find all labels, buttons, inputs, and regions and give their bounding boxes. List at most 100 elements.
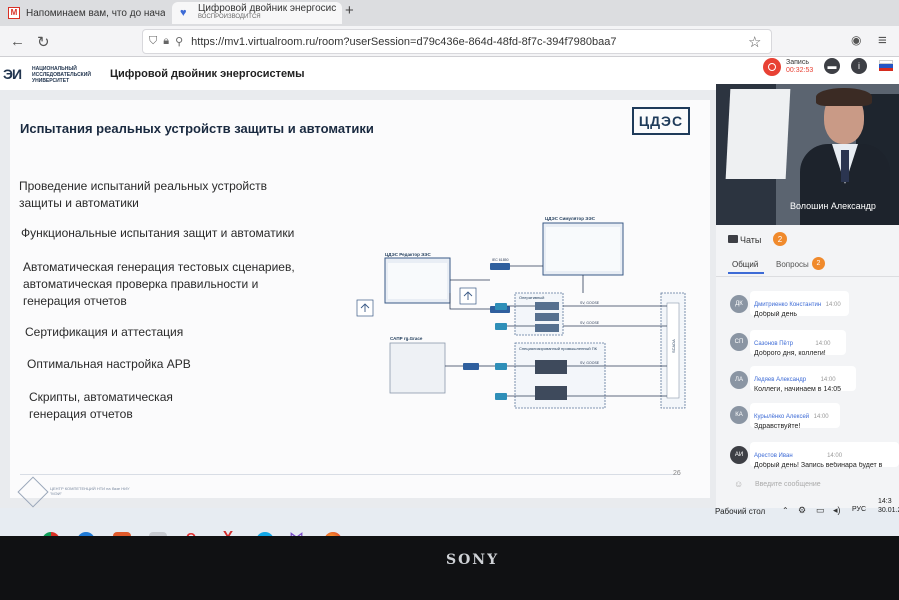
lock-icon: 🔒︎ [163, 35, 170, 47]
message-text: Добрый день! Запись вебинара будет в [754, 462, 883, 469]
system-diagram: ЦДЭС Редактор ЭЭС ЦДЭС Симулятор ЭЭС САП… [356, 216, 686, 409]
relay-device [535, 302, 559, 310]
message-time: 14:00 [827, 453, 843, 459]
sapr-label: САПР rg.Grace [390, 336, 423, 341]
protocol-label: IEC 61850 [492, 258, 509, 262]
bookmark-star-icon[interactable]: ☆ [748, 34, 762, 51]
record-timer: 00:32:53 [786, 67, 814, 74]
back-icon[interactable]: ← [10, 33, 25, 50]
protocol-label: SV, GOOSE [580, 301, 600, 305]
browser-tab-reminder[interactable]: M Напоминаем вам, что до нача [0, 2, 165, 24]
browser-tab-active[interactable]: ♥ Цифровой двойник энергосис ВОСПРОИЗВОД… [172, 2, 342, 24]
simulator-label: ЦДЭС Симулятор ЭЭС [545, 216, 596, 221]
slide-bullet: Проведение испытаний реальных устройств … [19, 179, 268, 210]
menu-icon[interactable]: ≡ [878, 32, 887, 49]
info-icon[interactable]: i [851, 58, 867, 74]
connector-chip [495, 393, 507, 400]
avatar: ЛА [730, 371, 748, 389]
slide-footer-line [20, 474, 680, 475]
chat-divider [716, 276, 899, 277]
tab-questions[interactable]: Вопросы [776, 260, 809, 269]
chat-message: Ледяев Александр 14:00 Коллеги, начинаем… [750, 366, 856, 393]
editor-screen-content [388, 263, 447, 299]
avatar: КА [730, 406, 748, 424]
chat-icon [728, 235, 738, 243]
monitor-brand-logo: SONY [446, 552, 500, 568]
message-time: 14:00 [820, 377, 836, 383]
speaker-name: Волошин Александр [790, 201, 876, 211]
url-bar[interactable]: ⛉ 🔒︎ ⚲ https://mv1.virtualroom.ru/room?u… [142, 29, 772, 54]
relay-device [535, 324, 559, 332]
scada-label: SCADA [671, 339, 676, 353]
browser-tab-strip [0, 0, 899, 26]
editor-label: ЦДЭС Редактор ЭЭС [385, 252, 431, 257]
slide-footer-text: ЦЕНТР КОМПЕТЕНЦИЙ НТИ на базе НИУ "МЭИ" [50, 486, 130, 496]
clock-time: 14:3 [878, 498, 892, 505]
industrial-pc [535, 360, 567, 374]
slide-title: Испытания реальных устройств защиты и ав… [20, 121, 374, 136]
desktop-label[interactable]: Рабочий стол [715, 507, 766, 516]
windows-taskbar [0, 508, 899, 536]
tray-chevron-icon[interactable]: ⌃ [782, 506, 789, 515]
message-author: Курылёнко Алексей [754, 414, 810, 420]
slide-bullet: Оптимальная настройка АРВ [27, 357, 191, 371]
operational-label: Оперативный [519, 295, 544, 300]
account-icon[interactable]: ◉ [851, 33, 862, 47]
clock-date: 30.01.2 [878, 507, 899, 514]
url-text: https://mv1.virtualroom.ru/room?userSess… [191, 35, 617, 48]
diagram-links [445, 265, 667, 397]
slide-bullet: Сертификация и аттестация [25, 325, 184, 339]
connector-chip [490, 263, 510, 270]
system-clock[interactable]: 14:3 30.01.2 [878, 497, 899, 515]
app-title: Цифровой двойник энергосистемы [110, 68, 305, 80]
message-time: 14:00 [825, 302, 841, 308]
chat-message: Дмитриенко Константин 14:00 Добрый день [750, 291, 849, 318]
avatar: ДК [730, 295, 748, 313]
chat-count-badge: 2 [773, 232, 787, 246]
industrial-pc [535, 386, 567, 400]
heart-icon: ♥ [180, 7, 187, 19]
tab-label: Напоминаем вам, что до нача [26, 7, 165, 19]
new-tab-button[interactable]: + [345, 2, 354, 19]
permissions-icon: ⚲ [175, 36, 184, 48]
connector-chip [495, 303, 507, 310]
avatar: АИ [730, 446, 748, 464]
slide-bullet: Автоматическая генерация тестовых сценар… [23, 260, 295, 308]
settings-icon[interactable]: ⚙ [798, 505, 807, 515]
avatar: СП [730, 333, 748, 351]
questions-count-badge: 2 [812, 257, 825, 270]
folder-icon[interactable]: ▬ [824, 58, 840, 74]
chat-title: Чаты [740, 235, 762, 245]
chat-input[interactable]: Введите сообщение [755, 481, 821, 488]
message-text: Добрый день [754, 311, 797, 318]
network-icon[interactable]: ▭ [816, 505, 825, 515]
emoji-icon[interactable]: ☺ [734, 479, 744, 489]
message-time: 14:00 [815, 341, 831, 347]
scada-box [666, 302, 680, 399]
tab-general[interactable]: Общий [732, 260, 759, 269]
message-time: 14:00 [813, 414, 829, 420]
upload-arrow [360, 303, 370, 312]
slide-logo: ЦДЭС [632, 107, 690, 135]
record-button[interactable] [763, 58, 781, 76]
upload-arrow [463, 291, 473, 300]
link-line [449, 293, 490, 310]
message-text: Коллеги, начинаем в 14:05 [754, 386, 841, 393]
language-flag-icon[interactable] [879, 60, 893, 71]
protocol-label: SV, GOOSE [580, 361, 600, 365]
speaker-tie [841, 150, 849, 182]
reload-icon[interactable]: ↻ [37, 34, 50, 51]
volume-icon[interactable]: ◂) [833, 505, 841, 515]
gmail-icon: M [8, 7, 20, 19]
message-author: Дмитриенко Константин [754, 302, 822, 308]
relay-device [535, 313, 559, 321]
slide-bullet: Скрипты, автоматическая генерация отчето… [29, 390, 173, 421]
keyboard-language[interactable]: РУС [852, 506, 867, 513]
message-text: Доброго дня, коллеги! [754, 350, 826, 357]
university-name: НАЦИОНАЛЬНЫЙ ИССЛЕДОВАТЕЛЬСКИЙ УНИВЕРСИТ… [32, 66, 91, 84]
message-author: Арестов Иван [754, 453, 793, 459]
active-tab-indicator [728, 272, 764, 274]
slide-bullet: Функциональные испытания защит и автомат… [21, 226, 295, 240]
connector-chip [463, 363, 479, 370]
shield-icon: ⛉ [149, 35, 158, 47]
